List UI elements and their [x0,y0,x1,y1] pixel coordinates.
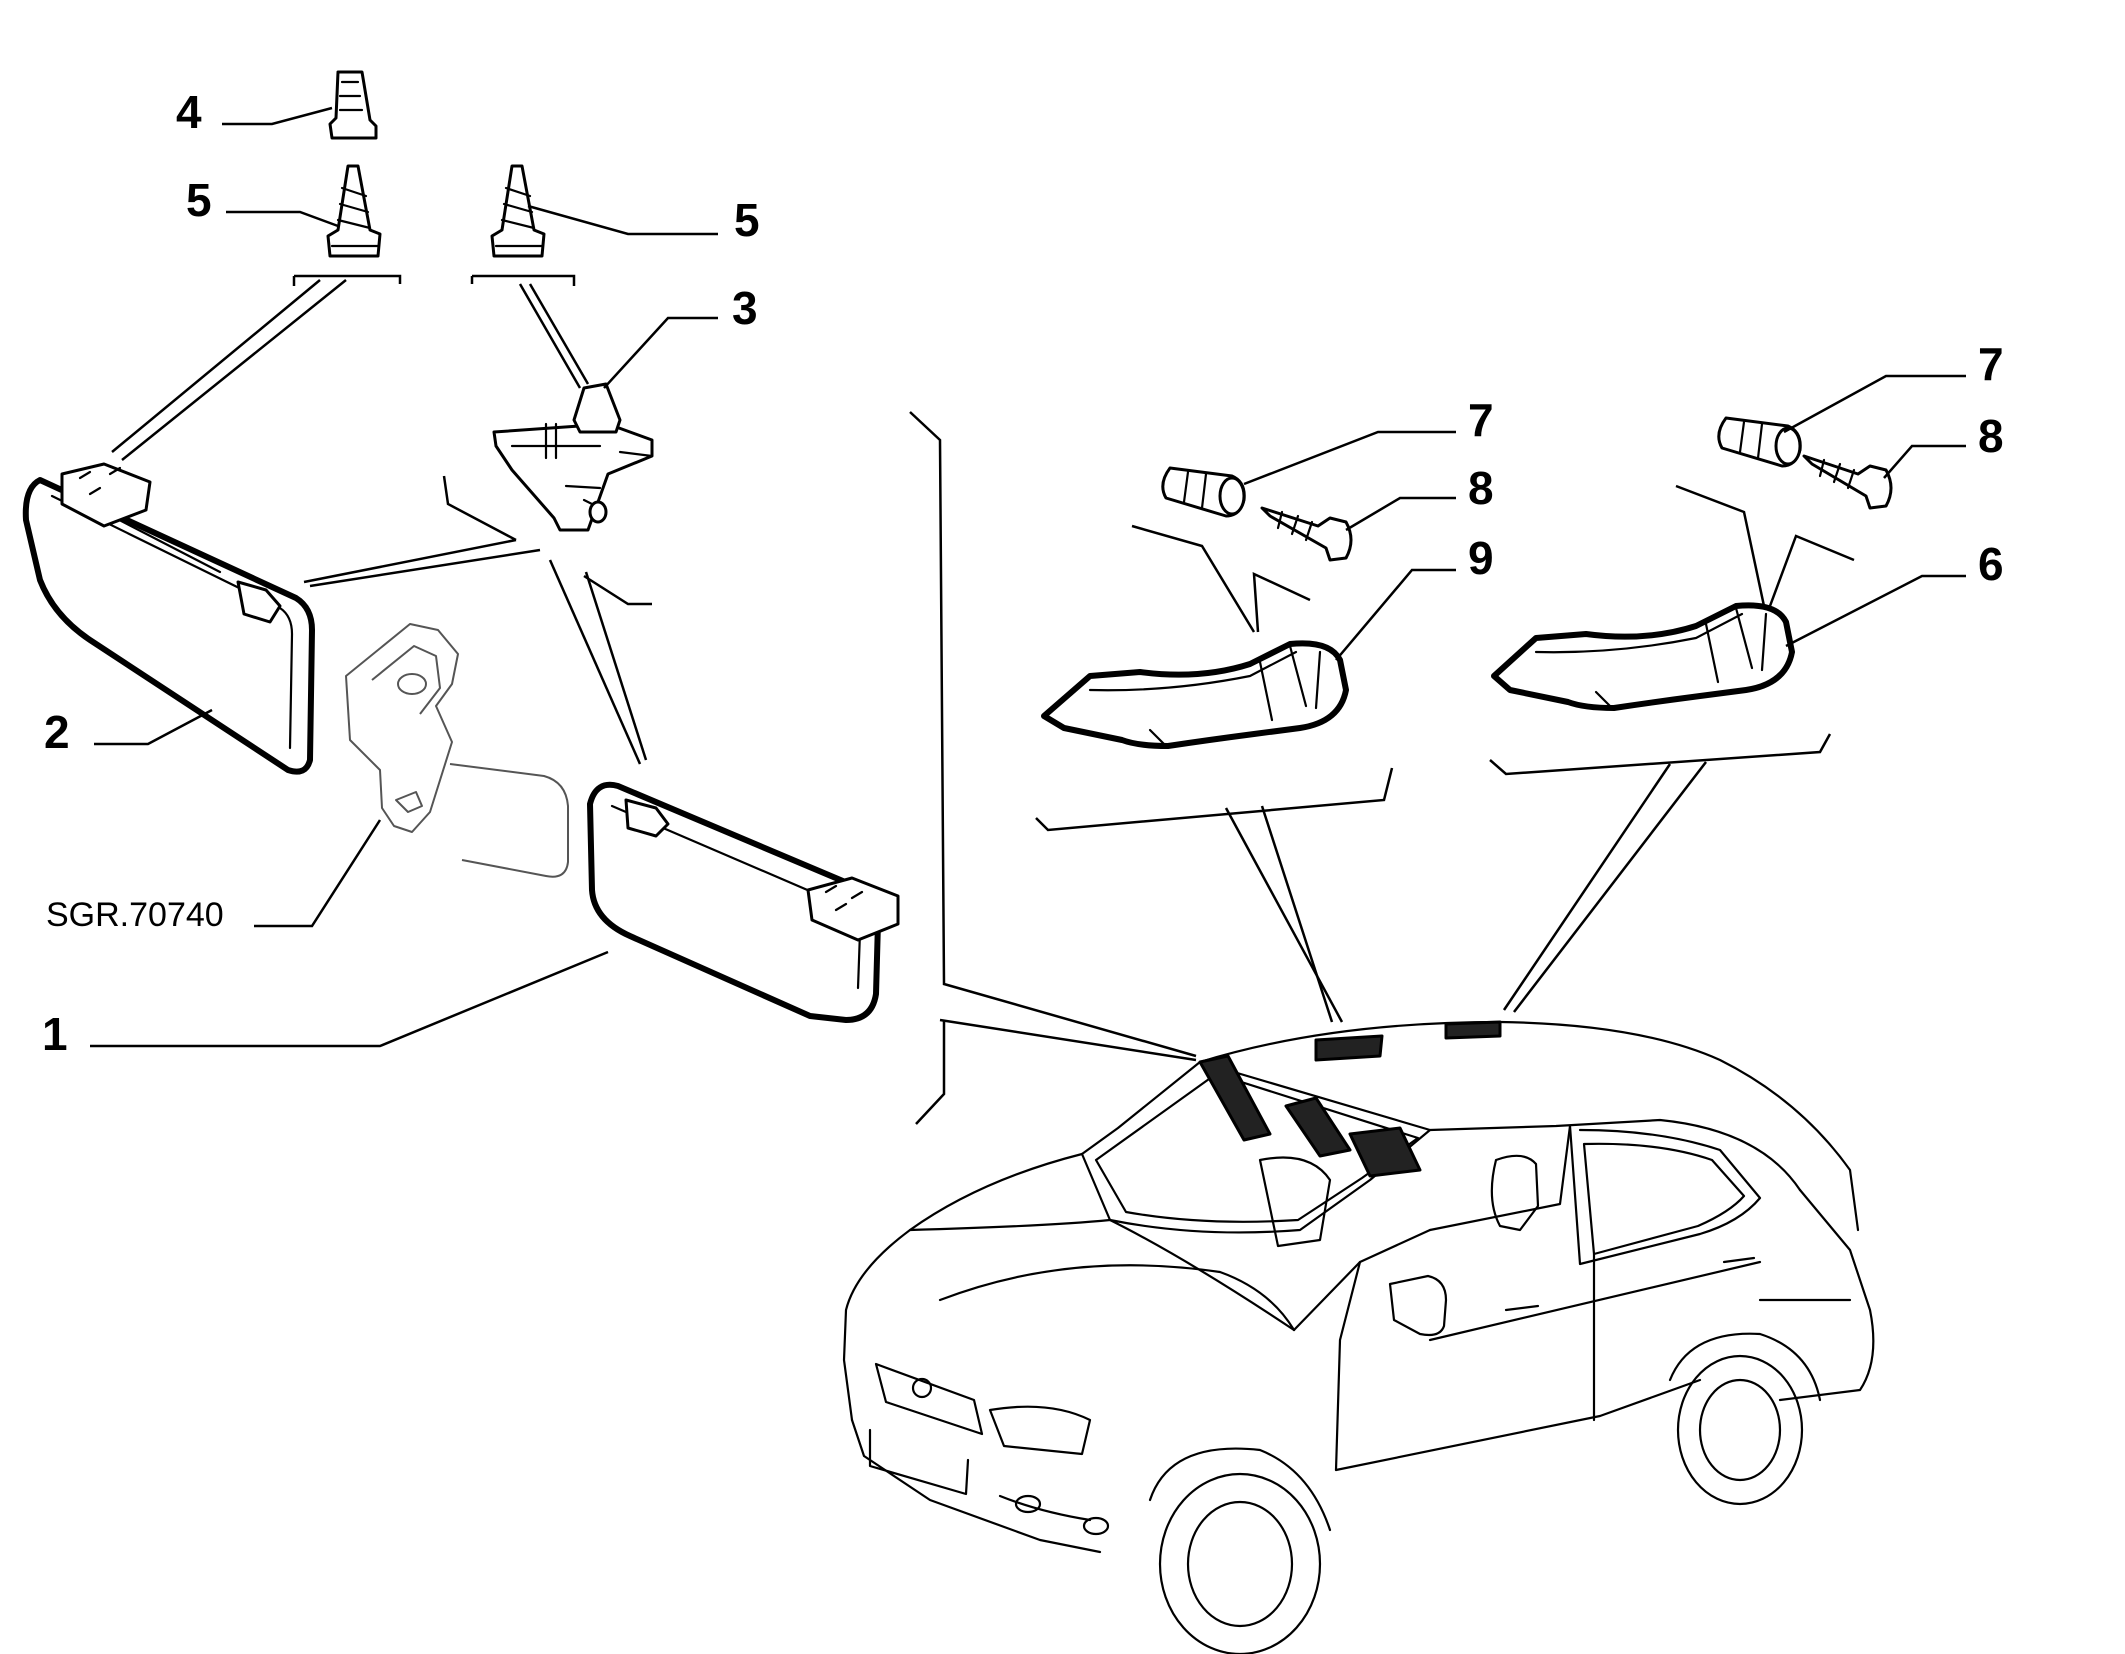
callout-5-left: 5 [186,174,212,226]
leader-5-right [527,204,718,236]
leader-visor-to-car-tick [915,1020,946,1125]
callout-1: 1 [42,1008,68,1060]
leader-7-8-to-9b [1252,571,1311,633]
part-6-grab-handle-right [1491,602,1795,711]
callout-2: 2 [44,706,70,758]
leader-3-to-1 [548,559,642,765]
leader-visor-to-car [909,411,1197,1058]
leader-3-to-2b [309,548,541,588]
leader-visor-to-car-b [939,1018,1197,1062]
callout-4: 4 [176,86,202,138]
car-illustration [842,1020,1875,1654]
leader-7-left [1243,430,1456,486]
part-5-screw-right [490,164,546,258]
leader-3-to-1b [584,571,648,761]
reference-code-label: SGR.70740 [46,896,224,934]
part-1-sun-visor-right [587,781,900,1023]
leader-9 [1335,568,1456,661]
leader-7-8-to-9a [1131,524,1256,633]
leader-8-left [1345,496,1456,532]
leader-8-right [1883,444,1966,479]
part-8-screw-left [1260,506,1353,562]
callout-7-left: 7 [1468,394,1494,446]
leader-5-left [226,210,339,228]
part-3-visor-support [492,382,654,532]
leader-bracket-to-3b [518,283,582,389]
leader-7-8-to-6b [1768,534,1855,607]
part-9-grab-handle-left [1041,640,1349,749]
leader-4 [222,106,333,126]
leader-bracket-to-2 [121,279,347,461]
leader-3-to-2 [303,538,517,584]
leader-right-handle-to-car-b [1513,761,1707,1013]
leader-bracket-to-2b [111,279,321,453]
bracket-handle-right [1489,733,1832,776]
leader-6 [1785,574,1966,648]
callout-8-left: 8 [1468,462,1494,514]
leader-2 [94,708,213,746]
leader-bracket-to-3 [528,283,590,385]
part-4-clip [328,70,378,140]
leader-3-tick-left [442,475,517,542]
leader-7-8-to-6a [1675,484,1766,607]
leader-7-right [1783,374,1966,434]
leader-3-tick-right [583,574,652,606]
bracket-left [294,274,402,284]
callout-6: 6 [1978,538,2004,590]
leader-right-handle-to-car [1502,763,1672,1011]
part-8-screw-right [1802,454,1893,510]
leader-left-handle-to-car [1224,807,1344,1023]
callout-3: 3 [732,282,758,334]
part-7-plug-right [1717,416,1802,468]
callout-9: 9 [1468,532,1494,584]
part-7-plug-left [1161,466,1246,518]
bracket-handle-left [1035,767,1394,832]
leader-left-handle-to-car-b [1260,805,1334,1023]
leader-reference-code [254,819,382,928]
callout-5-right: 5 [734,194,760,246]
callout-8-right: 8 [1978,410,2004,462]
callout-7-right: 7 [1978,338,2004,390]
bracket-right [470,274,576,286]
leader-1 [90,950,609,1048]
part-5-screw-left [326,164,382,258]
interior-mirror-reference [345,623,569,878]
leader-3 [603,316,718,389]
part-2-sun-visor-left [22,462,315,775]
